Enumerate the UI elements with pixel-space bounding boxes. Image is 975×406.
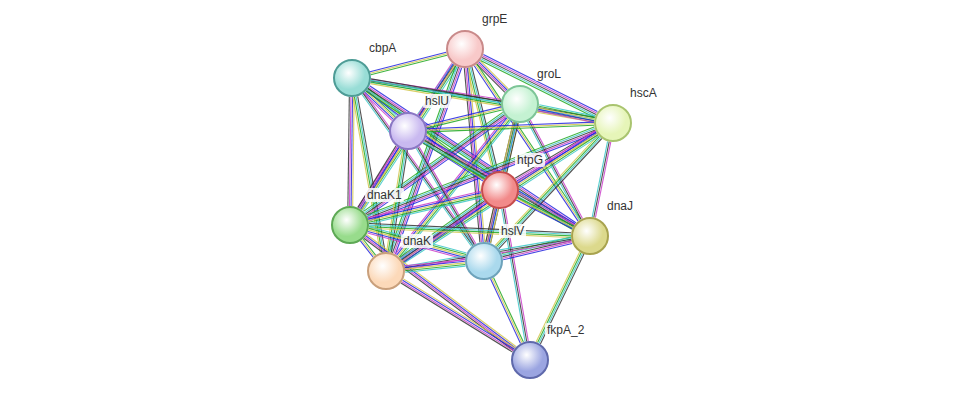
node-label: dnaK1 <box>365 188 404 202</box>
protein-node: dnaJ <box>571 217 609 255</box>
interaction-edge <box>405 260 466 273</box>
edge-strand <box>427 122 594 129</box>
edge-strand <box>539 105 595 116</box>
interaction-edge <box>491 278 524 344</box>
edge-strand <box>492 278 522 343</box>
interaction-edge <box>370 52 447 75</box>
interaction-edge <box>401 279 515 352</box>
interaction-edge <box>423 138 575 230</box>
edge-strand <box>405 260 465 266</box>
protein-node: fkpA_2 <box>511 341 549 379</box>
protein-node: dnaK <box>367 252 405 290</box>
protein-node: groL <box>501 85 539 123</box>
edge-strand <box>427 125 594 132</box>
protein-node: hslV <box>465 242 503 280</box>
node-label: hslU <box>423 94 451 108</box>
edge-strand <box>425 141 574 227</box>
node-label: dnaK <box>401 234 433 248</box>
protein-node: grpE <box>446 30 484 68</box>
edge-strand <box>426 138 575 224</box>
protein-node: hscA <box>594 104 632 142</box>
edge-strand <box>491 279 521 344</box>
interaction-edge <box>364 235 516 351</box>
node-label: hscA <box>628 86 659 100</box>
edge-strand <box>494 278 524 343</box>
edge-strand <box>503 242 572 258</box>
protein-node: hslU <box>389 112 427 150</box>
edge-strand <box>487 208 495 242</box>
node-label: htpG <box>515 153 545 167</box>
edge-strand <box>371 55 447 75</box>
edge-strand <box>423 143 572 229</box>
edge-strand <box>348 97 349 206</box>
edge-strand <box>427 124 594 131</box>
interaction-edge <box>538 105 595 123</box>
edge-strand <box>402 282 514 351</box>
edge-strand <box>350 97 351 206</box>
edge-strand <box>370 54 446 74</box>
protein-node: cbpA <box>333 59 371 97</box>
edge-strand <box>370 52 446 71</box>
node-label: cbpA <box>367 41 398 55</box>
protein-node: htpG <box>481 171 519 209</box>
edge-strand <box>503 244 572 260</box>
edge-strand <box>489 209 497 243</box>
edge-strand <box>401 283 513 352</box>
edge-strand <box>426 107 501 125</box>
node-label: dnaJ <box>605 199 635 213</box>
edge-strand <box>539 108 595 119</box>
edge-strand <box>538 111 594 122</box>
node-label: groL <box>535 67 563 81</box>
edge-strand <box>405 261 465 267</box>
interaction-edge <box>400 131 599 264</box>
edge-strand <box>538 109 594 120</box>
edge-strand <box>517 199 573 228</box>
edge-strand <box>518 197 574 226</box>
node-label: grpE <box>480 12 509 26</box>
edge-strand <box>424 142 573 228</box>
edge-strand <box>367 235 517 347</box>
protein-node: dnaK1 <box>331 206 369 244</box>
edge-strand <box>353 97 354 206</box>
edge-strand <box>403 280 515 349</box>
edge-strand <box>365 237 515 349</box>
edge-strand <box>425 139 574 225</box>
edge-strand <box>403 279 515 348</box>
interaction-edge <box>486 208 498 243</box>
node-label: hslV <box>499 224 526 238</box>
edge-strand <box>539 106 595 117</box>
edge-strand <box>351 97 352 206</box>
interaction-edge <box>427 122 594 132</box>
edge-strand <box>366 236 516 348</box>
edge-strand <box>486 208 494 242</box>
node-label: fkpA_2 <box>545 323 586 337</box>
interaction-edge <box>348 97 354 206</box>
